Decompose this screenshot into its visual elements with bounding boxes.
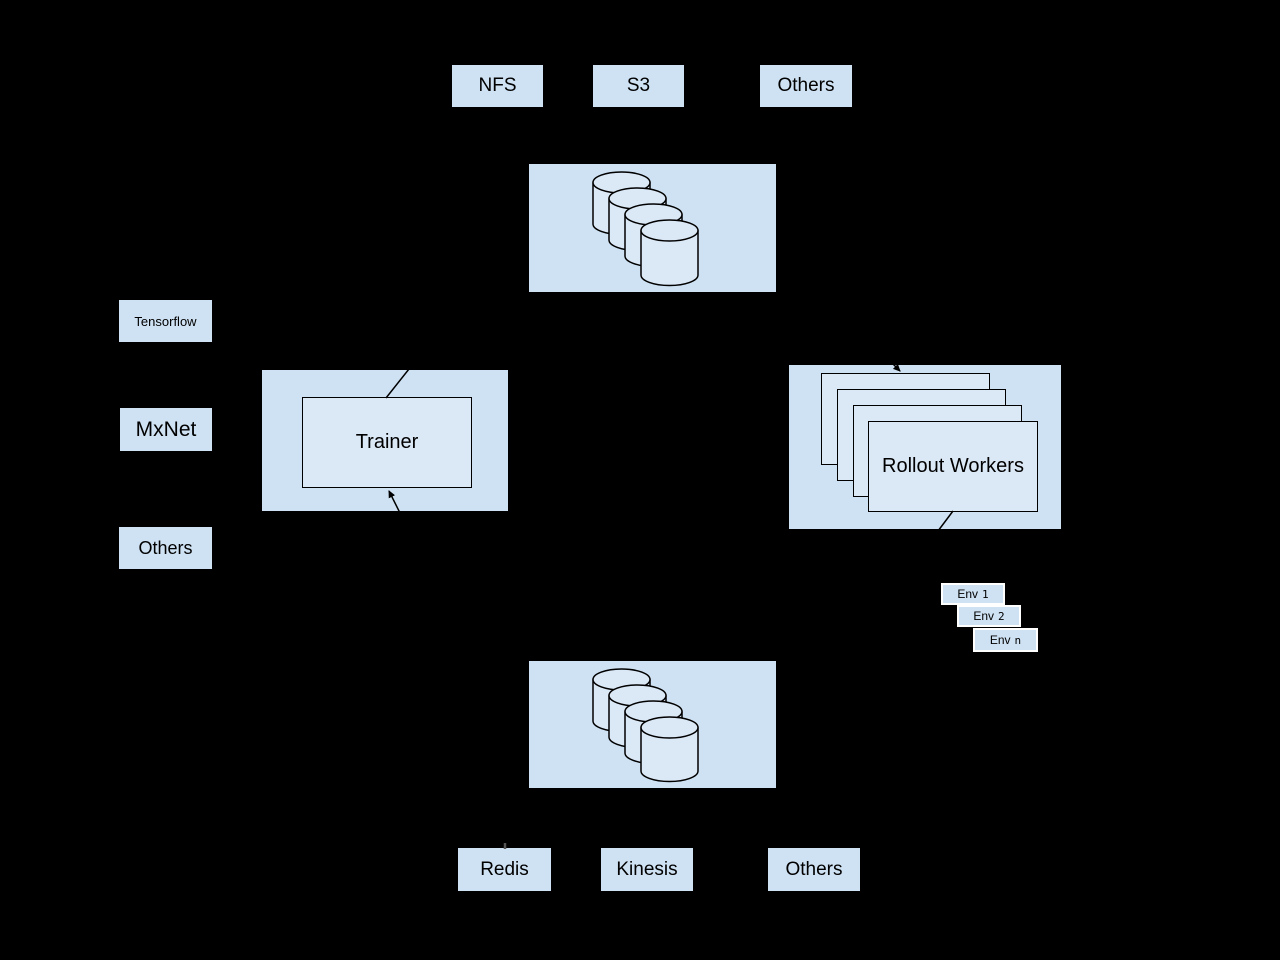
node-storage-others-bottom: Others (768, 848, 860, 891)
node-mxnet: MxNet (120, 408, 212, 451)
database-cylinder-icon (640, 219, 699, 287)
node-tensorflow-label: Tensorflow (134, 313, 197, 329)
env-n-label: Env (989, 633, 1011, 647)
trainer-box: Trainer (262, 370, 508, 511)
rollout-workers-label: Rollout Workers (882, 455, 1024, 477)
node-kinesis: Kinesis (601, 848, 693, 891)
node-s3: S3 (593, 65, 684, 107)
rollout-workers-box: Rollout Workers (789, 365, 1061, 529)
env-n-index: n (1014, 633, 1022, 647)
trainer-rect: Trainer (302, 397, 472, 488)
node-mxnet-label: MxNet (135, 417, 197, 441)
node-kinesis-label: Kinesis (616, 858, 678, 880)
node-storage-others-top-label: Others (777, 75, 835, 96)
node-framework-others-label: Others (138, 537, 193, 558)
model-storage-box (529, 164, 776, 292)
node-s3-label: S3 (626, 75, 651, 96)
node-redis: Redis (458, 848, 551, 891)
node-framework-others: Others (119, 527, 212, 569)
trainer-label: Trainer (355, 431, 419, 453)
node-tensorflow: Tensorflow (119, 300, 212, 342)
env-1-label: Env (957, 587, 979, 601)
database-cluster-icon (592, 668, 699, 783)
node-env-n: Env n (973, 628, 1038, 652)
node-env-2: Env 2 (957, 605, 1021, 627)
database-cluster-icon (592, 171, 699, 287)
node-env-1: Env 1 (941, 583, 1005, 605)
node-redis-label: Redis (480, 858, 529, 880)
env-1-index: 1 (982, 587, 989, 601)
node-nfs-label: NFS (478, 75, 517, 96)
node-storage-others-top: Others (760, 65, 852, 107)
env-2-label: Env (973, 609, 995, 623)
experience-storage-box (529, 661, 776, 788)
node-storage-others-bottom-label: Others (785, 858, 843, 880)
rollout-worker-front-card: Rollout Workers (868, 421, 1038, 512)
env-2-index: 2 (998, 609, 1005, 623)
node-nfs: NFS (452, 65, 543, 107)
database-cylinder-icon (640, 716, 699, 783)
